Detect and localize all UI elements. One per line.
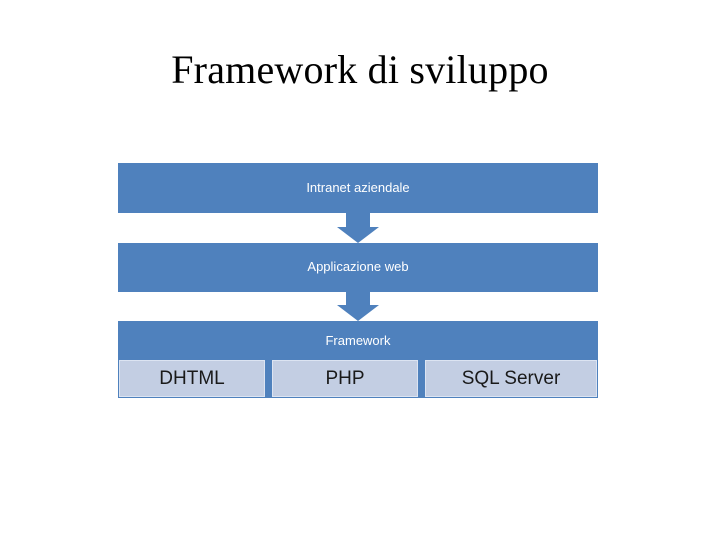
framework-child-dhtml[interactable]: DHTML — [119, 360, 265, 397]
page-title: Framework di sviluppo — [171, 47, 549, 92]
arrow-down-icon — [337, 292, 379, 321]
arrow-down-icon — [337, 213, 379, 243]
diagram-level-framework-label: Framework — [325, 333, 391, 348]
arrow-shaft — [346, 213, 370, 227]
framework-child-php[interactable]: PHP — [272, 360, 418, 397]
diagram-level-framework[interactable]: Framework DHTML PHP SQL Server — [118, 321, 598, 398]
diagram-level-intranet[interactable]: Intranet aziendale — [118, 163, 598, 213]
arrow-head — [337, 227, 379, 243]
arrow-shaft — [346, 292, 370, 305]
arrow-head — [337, 305, 379, 321]
framework-diagram: Intranet aziendale Applicazione web Fram… — [118, 163, 598, 398]
diagram-level-applicazione-web-label: Applicazione web — [307, 259, 409, 274]
framework-child-sql-server[interactable]: SQL Server — [425, 360, 597, 397]
diagram-level-intranet-label: Intranet aziendale — [306, 180, 410, 195]
diagram-level-applicazione-web[interactable]: Applicazione web — [118, 243, 598, 292]
